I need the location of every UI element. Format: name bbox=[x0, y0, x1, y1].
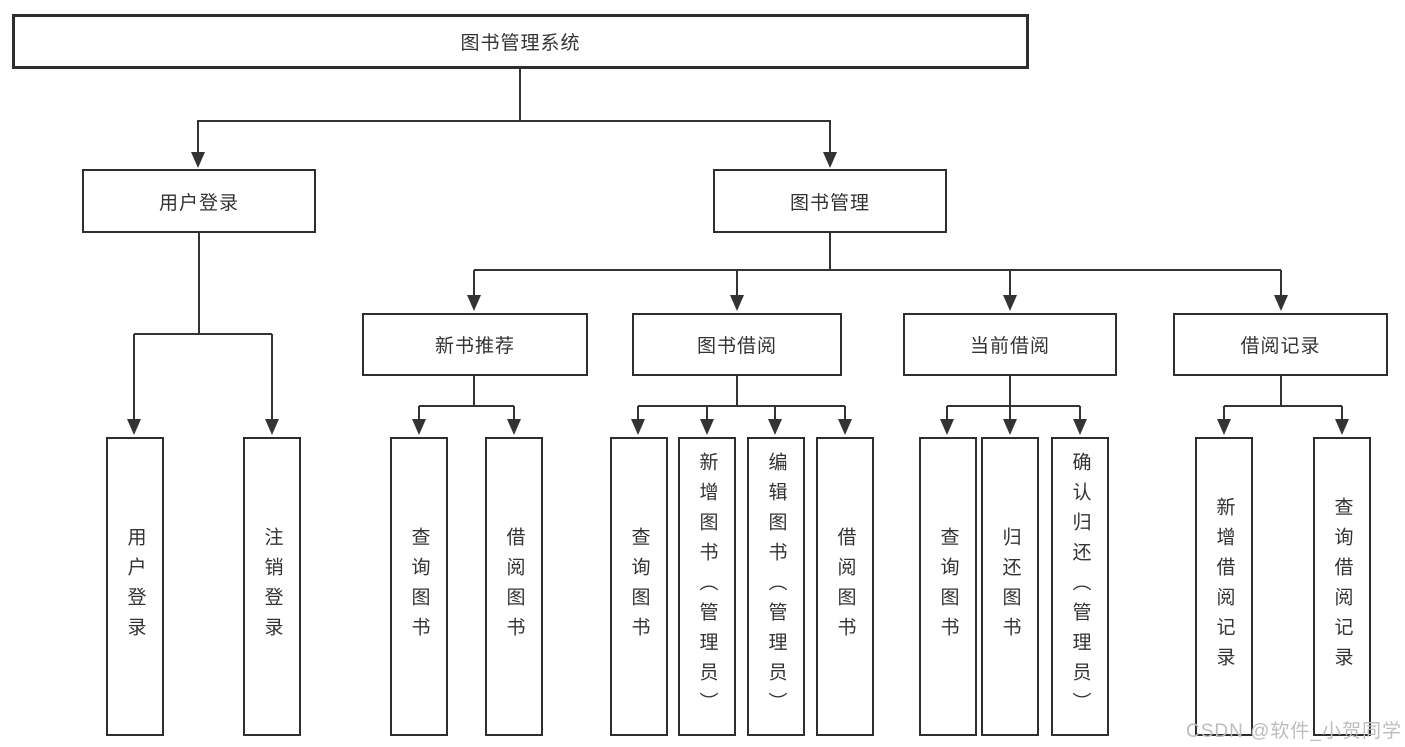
node-root-system: 图书管理系统 bbox=[12, 14, 1029, 69]
leaf-label: 归还图书 bbox=[999, 526, 1021, 647]
leaf-records-add-record: 新增借阅记录 bbox=[1195, 437, 1253, 736]
leaf-label: 注销登录 bbox=[261, 526, 283, 647]
leaf-borrow-query-books: 查询图书 bbox=[610, 437, 668, 736]
leaf-current-return-books: 归还图书 bbox=[981, 437, 1039, 736]
leaf-label: 用户登录 bbox=[124, 526, 146, 647]
leaf-borrow-add-books-admin: 新增图书（管理员） bbox=[678, 437, 736, 736]
leaf-borrow-borrow-books: 借阅图书 bbox=[816, 437, 874, 736]
leaf-label: 查询图书 bbox=[628, 526, 650, 647]
node-borrow-records: 借阅记录 bbox=[1173, 313, 1388, 376]
leaf-current-query-books: 查询图书 bbox=[919, 437, 977, 736]
node-book-management: 图书管理 bbox=[713, 169, 947, 233]
node-new-book-recommend: 新书推荐 bbox=[362, 313, 588, 376]
leaf-recommend-query-books: 查询图书 bbox=[390, 437, 448, 736]
leaf-recommend-borrow-books: 借阅图书 bbox=[485, 437, 543, 736]
leaf-current-confirm-return-admin: 确认归还（管理员） bbox=[1051, 437, 1109, 736]
leaf-label: 查询借阅记录 bbox=[1331, 496, 1353, 677]
leaf-records-query-record: 查询借阅记录 bbox=[1313, 437, 1371, 736]
leaf-label: 编辑图书（管理员） bbox=[765, 451, 787, 722]
leaf-logout: 注销登录 bbox=[243, 437, 301, 736]
leaf-label: 查询图书 bbox=[937, 526, 959, 647]
csdn-watermark: CSDN @软件_小贺同学 bbox=[1186, 721, 1402, 742]
leaf-label: 借阅图书 bbox=[503, 526, 525, 647]
leaf-label: 借阅图书 bbox=[834, 526, 856, 647]
node-current-borrow: 当前借阅 bbox=[903, 313, 1117, 376]
node-book-borrow: 图书借阅 bbox=[632, 313, 842, 376]
leaf-label: 确认归还（管理员） bbox=[1069, 451, 1091, 722]
leaf-label: 新增借阅记录 bbox=[1213, 496, 1235, 677]
leaf-label: 查询图书 bbox=[408, 526, 430, 647]
leaf-label: 新增图书（管理员） bbox=[696, 451, 718, 722]
leaf-user-login: 用户登录 bbox=[106, 437, 164, 736]
node-user-login: 用户登录 bbox=[82, 169, 316, 233]
leaf-borrow-edit-books-admin: 编辑图书（管理员） bbox=[747, 437, 805, 736]
